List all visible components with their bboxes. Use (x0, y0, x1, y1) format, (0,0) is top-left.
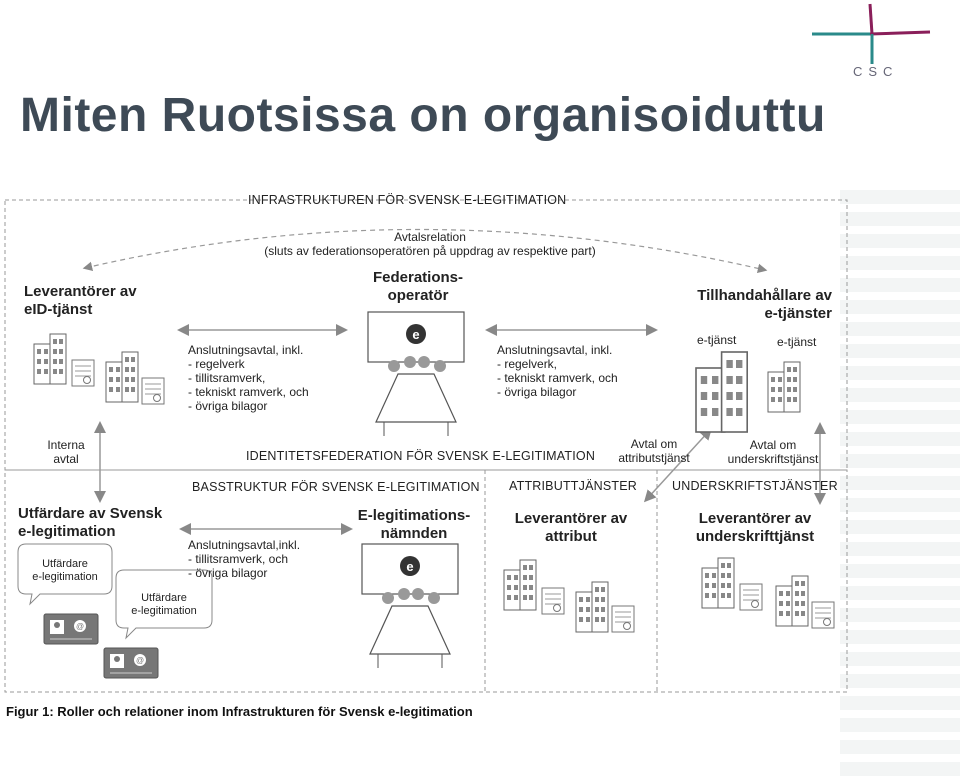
figure-caption: Figur 1: Roller och relationer inom Infr… (6, 704, 473, 719)
etjanst-label-1: e-tjänst (697, 333, 737, 347)
etjanst-label-2: e-tjänst (777, 335, 817, 349)
avtalsrelation-label: Avtalsrelation (394, 230, 466, 244)
interna-avtal-label: Interna avtal (47, 438, 85, 466)
avtal-underskriftstjanst-label: Avtal om underskriftstjänst (727, 438, 819, 466)
page-title: Miten Ruotsissa on organisoiduttu (20, 89, 826, 142)
federationsoperator-title: Federations- operatör (372, 269, 463, 304)
anslutning-left-text: Anslutningsavtal, inkl. - regelverk - ti… (188, 343, 309, 413)
utfardare-svensk-title: Utfärdare av Svensk e-legitimation (18, 505, 163, 540)
logo-text: CSC (853, 64, 899, 79)
header-infrastruktur: INFRASTRUKTUREN FÖR SVENSK E-LEGITIMATIO… (248, 193, 567, 207)
tillhandahallare-title: Tillhandahållare av e-tjänster (697, 287, 832, 322)
leverantorer-underskrift-title: Leverantörer av underskrifttjänst (695, 510, 815, 545)
avtalsrelation-sub: (sluts av federationsoperatören på uppdr… (264, 244, 596, 258)
attributtjanster-header: ATTRIBUTTJÄNSTER (509, 479, 637, 493)
basstruktur-header: BASSTRUKTUR FÖR SVENSK E-LEGITIMATION (192, 480, 480, 494)
identitetsfederation-header: IDENTITETSFEDERATION FÖR SVENSK E-LEGITI… (246, 449, 596, 463)
anslutning-bottom-text: Anslutningsavtal,inkl. - tillitsramverk,… (188, 538, 301, 580)
underskriftstjanster-header: UNDERSKRIFTSTJÄNSTER (672, 479, 838, 493)
bubble-utfardare-1: Utfärdare e-legitimation (32, 558, 98, 583)
elegitimationsnamnden-title: E-legitimations- nämnden (357, 507, 471, 542)
bubble-utfardare-2: Utfärdare e-legitimation (131, 592, 197, 617)
avtal-attributstjanst-label: Avtal om attributstjänst (618, 437, 690, 465)
leverantorer-attribut-title: Leverantörer av attribut (514, 510, 628, 545)
anslutning-right-text: Anslutningsavtal, inkl. - regelverk, - t… (497, 343, 618, 399)
leverantorer-eid-title: Leverantörer av eID-tjänst (24, 283, 137, 318)
background-pattern (840, 190, 960, 780)
csc-logo (812, 3, 931, 64)
